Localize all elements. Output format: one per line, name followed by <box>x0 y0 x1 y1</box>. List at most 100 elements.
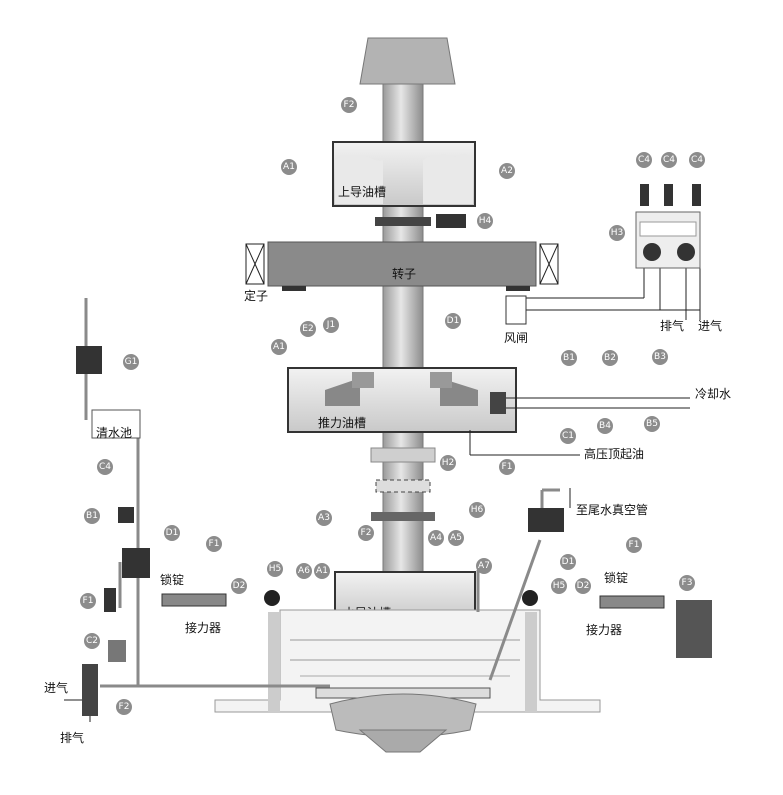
svg-text:B1: B1 <box>563 353 575 363</box>
clean-pool-box <box>91 409 141 439</box>
svg-text:C4: C4 <box>663 155 675 165</box>
tag-a5: A5 <box>448 530 464 546</box>
c4-sensor-c <box>692 184 701 206</box>
svg-text:J1: J1 <box>326 320 335 330</box>
stator-left <box>245 243 265 285</box>
svg-text:F2: F2 <box>344 100 355 110</box>
tag-h5-right: H5 <box>551 578 567 594</box>
svg-text:F3: F3 <box>682 578 693 588</box>
svg-text:C4: C4 <box>638 155 650 165</box>
svg-text:B3: B3 <box>654 352 666 362</box>
rotor-label: 转子 <box>392 266 416 281</box>
tag-d2-right: D2 <box>575 578 591 594</box>
stator-label: 定子 <box>244 288 268 303</box>
svg-text:H5: H5 <box>553 581 566 591</box>
svg-text:D1: D1 <box>562 557 575 567</box>
tag-f1-left-top: F1 <box>206 536 222 552</box>
connector-right-label: 接力器 <box>586 622 622 637</box>
tag-b1-left: B1 <box>84 508 100 524</box>
svg-text:D2: D2 <box>577 581 590 591</box>
svg-text:B5: B5 <box>646 419 658 429</box>
svg-text:F2: F2 <box>361 528 372 538</box>
tag-a7: A7 <box>476 558 492 574</box>
svg-text:A1: A1 <box>283 162 295 172</box>
connector-left-cyl <box>161 593 227 607</box>
upper-guide-tank <box>332 141 476 207</box>
f2-low-device <box>82 664 98 716</box>
cooling-water-label: 冷却水 <box>695 387 731 401</box>
tag-a2: A2 <box>499 163 515 179</box>
tag-d1-mid: D1 <box>445 313 461 329</box>
svg-text:B1: B1 <box>86 511 98 521</box>
tail-vacuum-valve <box>528 508 564 532</box>
tag-f2-top: F2 <box>341 97 357 113</box>
thrust-tank-label: 推力油槽 <box>318 416 366 430</box>
tag-b4: B4 <box>597 418 613 434</box>
svg-text:D1: D1 <box>447 316 460 326</box>
clean-pool-label: 清水池 <box>96 426 132 440</box>
svg-text:H4: H4 <box>479 216 492 226</box>
tag-h2: H2 <box>440 455 456 471</box>
lock-right-label: 锁锭 <box>604 570 628 585</box>
svg-text:A1: A1 <box>316 566 328 576</box>
svg-text:C4: C4 <box>691 155 703 165</box>
top-hood <box>359 37 456 85</box>
svg-text:B4: B4 <box>599 421 611 431</box>
high-pressure-oil-label: 高压顶起油 <box>584 446 644 461</box>
svg-text:D1: D1 <box>166 528 179 538</box>
damper-label: 风闸 <box>504 331 528 345</box>
svg-text:A7: A7 <box>478 561 490 571</box>
svg-text:C4: C4 <box>99 462 111 472</box>
tag-b5: B5 <box>644 416 660 432</box>
tag-h4: H4 <box>477 213 493 229</box>
intake-right-label: 进气 <box>698 318 722 333</box>
tag-f1-left-low: F1 <box>80 593 96 609</box>
exhaust-left-label: 排气 <box>60 730 84 745</box>
rotor <box>267 241 537 287</box>
tag-j1: J1 <box>323 317 339 333</box>
h5-right-lamp <box>522 590 538 606</box>
exhaust-right-label: 排气 <box>660 318 684 333</box>
upper-guide-tank-label: 上导油槽 <box>338 185 386 199</box>
tag-b1-right: B1 <box>561 350 577 366</box>
thrust-tank <box>287 367 517 433</box>
tag-a4: A4 <box>428 530 444 546</box>
tag-c1: C1 <box>560 428 576 444</box>
tag-b2: B2 <box>602 350 618 366</box>
f3-device <box>676 600 712 658</box>
tag-f2-mid: F2 <box>358 525 374 541</box>
tag-d2-left: D2 <box>231 578 247 594</box>
b1-left-device <box>118 507 134 523</box>
lock-left-label: 锁锭 <box>160 572 184 587</box>
svg-text:H5: H5 <box>269 564 282 574</box>
intake-left-label: 进气 <box>44 680 68 695</box>
svg-text:A1: A1 <box>273 342 285 352</box>
svg-text:D2: D2 <box>233 581 246 591</box>
tail-vacuum-label: 至尾水真空管 <box>576 502 648 517</box>
svg-text:G1: G1 <box>125 357 138 367</box>
c2-device <box>108 640 126 662</box>
tag-a6: A6 <box>296 563 312 579</box>
svg-text:H2: H2 <box>442 458 455 468</box>
tag-f3: F3 <box>679 575 695 591</box>
connector-left-label: 接力器 <box>185 620 221 635</box>
svg-text:F1: F1 <box>83 596 94 606</box>
svg-text:C1: C1 <box>562 431 574 441</box>
svg-text:B2: B2 <box>604 353 616 363</box>
tag-c4-a: C4 <box>636 152 652 168</box>
brake-pad-left <box>282 286 306 291</box>
tag-g1: G1 <box>123 354 139 370</box>
tag-h6: H6 <box>469 502 485 518</box>
tag-c4-left: C4 <box>97 459 113 475</box>
lower-collar-1 <box>370 447 436 463</box>
svg-text:F2: F2 <box>119 702 130 712</box>
svg-text:H3: H3 <box>611 228 624 238</box>
tag-f1-mid: F1 <box>499 459 515 475</box>
tag-f1-right: F1 <box>626 537 642 553</box>
connector-right-cyl <box>599 595 665 609</box>
tag-a3: A3 <box>316 510 332 526</box>
svg-text:A6: A6 <box>298 566 310 576</box>
svg-text:F1: F1 <box>209 539 220 549</box>
